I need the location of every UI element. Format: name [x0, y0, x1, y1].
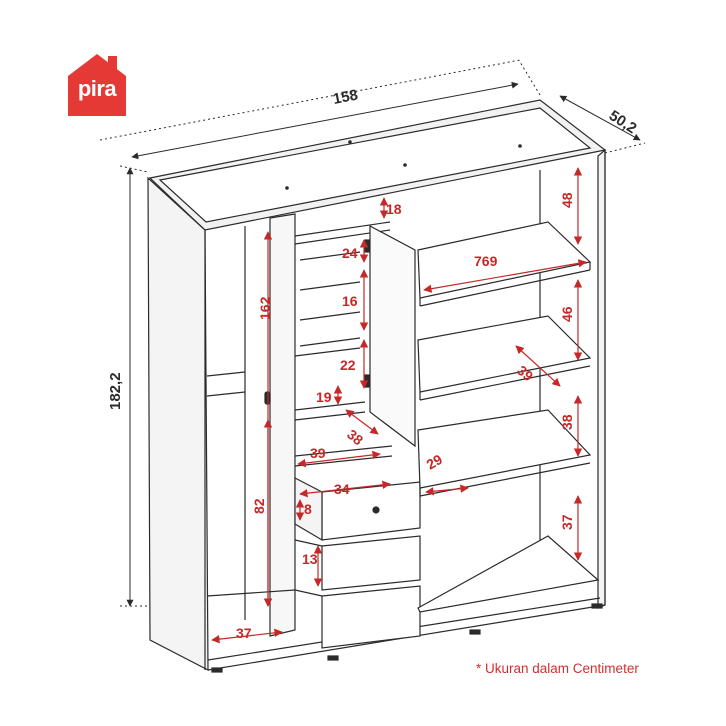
label-82: 82	[251, 498, 267, 514]
drawer-knob-icon	[372, 506, 380, 514]
label-29: 29	[424, 451, 446, 473]
label-162: 162	[257, 296, 273, 320]
unit-note: * Ukuran dalam Centimeter	[476, 661, 639, 676]
logo-text: pira	[77, 76, 117, 101]
overall-dimensions	[99, 59, 646, 607]
label-769: 769	[474, 253, 498, 269]
dim-line-37-left	[211, 628, 283, 644]
overall-width-label: 158	[332, 86, 360, 107]
label-22: 22	[340, 357, 356, 373]
overall-depth-label: 50,2	[606, 107, 640, 137]
wardrobe-body	[147, 99, 607, 673]
label-18: 18	[386, 201, 402, 217]
label-38-small: 38	[344, 426, 366, 448]
label-46: 46	[559, 306, 575, 322]
label-8: 8	[304, 501, 312, 517]
label-37-right: 37	[559, 514, 575, 530]
hinge-icon	[364, 374, 370, 388]
label-16: 16	[342, 293, 358, 309]
label-39-small: 39	[310, 445, 326, 461]
depth-dimension-line	[559, 95, 641, 141]
pira-logo: pira	[64, 52, 130, 120]
label-19: 19	[316, 389, 332, 405]
interior-dimension-arrows	[211, 167, 587, 644]
overall-height-label: 182,2	[107, 372, 124, 410]
label-24: 24	[342, 245, 358, 261]
label-34: 34	[334, 481, 350, 497]
label-13: 13	[302, 551, 318, 567]
hinge-icon	[364, 239, 370, 253]
width-dimension-line	[131, 81, 519, 160]
label-38-right: 38	[559, 414, 575, 430]
house-logo-icon	[68, 54, 126, 116]
label-48: 48	[559, 192, 575, 208]
label-37-left: 37	[236, 625, 252, 641]
